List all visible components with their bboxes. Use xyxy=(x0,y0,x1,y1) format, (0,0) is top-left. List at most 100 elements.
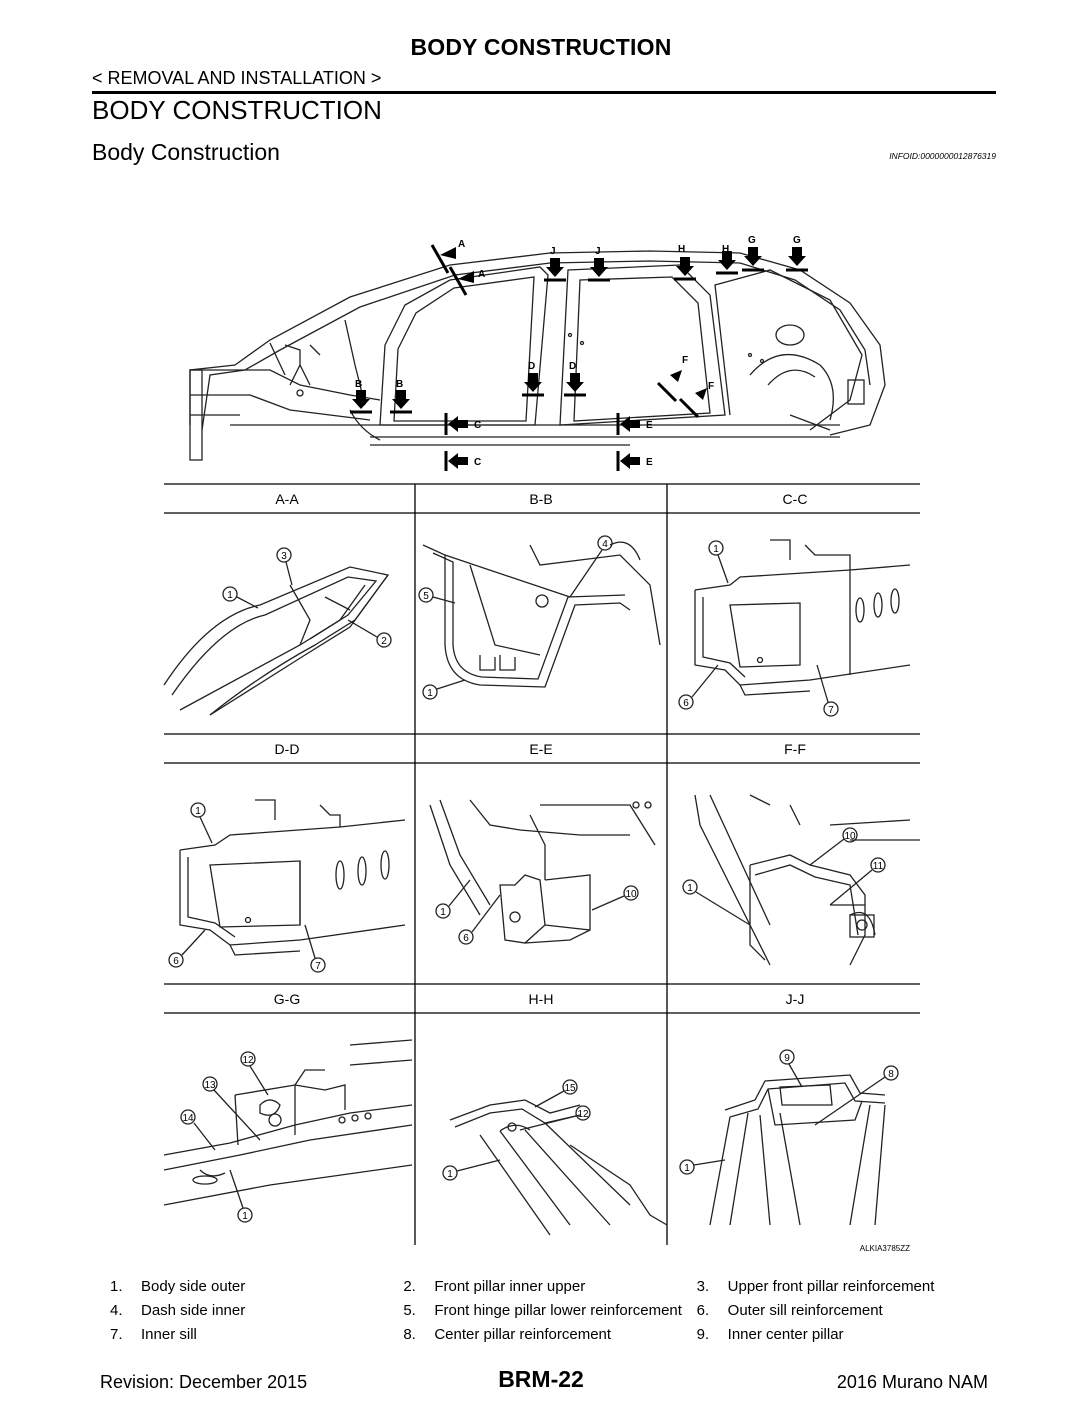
callout-g-g-12: 12 xyxy=(242,1055,254,1066)
subsection-title: Body Construction xyxy=(92,139,280,165)
legend-item: 1. Body side outer xyxy=(110,1278,403,1302)
legend-num: 2. xyxy=(403,1278,416,1295)
legend-item: 3. Upper front pillar reinforcement xyxy=(697,1278,990,1302)
legend-label: Upper front pillar reinforcement xyxy=(727,1278,935,1295)
legend-num: 9. xyxy=(696,1326,710,1343)
section-c-c: 1 6 7 xyxy=(678,539,911,717)
callout-d-d-1: 1 xyxy=(195,806,201,817)
marker-g1: G xyxy=(748,235,756,246)
legend-num: 7. xyxy=(110,1326,123,1343)
callout-h-h-12: 12 xyxy=(577,1109,589,1120)
body-construction-figure: A A J J H H G G B B D D xyxy=(163,235,920,1245)
legend-label: Dash side inner xyxy=(141,1302,246,1319)
legend-num: 3. xyxy=(696,1278,710,1295)
legend-num: 4. xyxy=(110,1302,123,1319)
legend-item: 2. Front pillar inner upper xyxy=(403,1278,696,1302)
section-a-a: 1 3 2 xyxy=(163,547,392,716)
section-d-d: 1 6 7 xyxy=(168,799,406,973)
callout-a-a-1: 1 xyxy=(227,590,233,601)
callout-f-f-1: 1 xyxy=(687,883,693,894)
callout-j-j-9: 9 xyxy=(784,1053,790,1064)
callout-j-j-1: 1 xyxy=(684,1163,690,1174)
callout-g-g-1: 1 xyxy=(242,1211,248,1222)
callout-d-d-7: 7 xyxy=(315,961,321,972)
legend-item: 5. Front hinge pillar lower reinforcement xyxy=(403,1302,696,1326)
vehicle-side-illustration xyxy=(189,250,886,461)
panel-title-h-h: H-H xyxy=(529,991,554,1007)
marker-e2: E xyxy=(646,457,653,468)
section-grid xyxy=(164,483,920,1245)
marker-d1: D xyxy=(528,361,535,372)
callout-h-h-1: 1 xyxy=(447,1169,453,1180)
callout-b-b-1: 1 xyxy=(427,688,433,699)
legend-label: Body side outer xyxy=(141,1278,246,1295)
section-b-b: 4 5 1 xyxy=(418,535,661,700)
panel-title-d-d: D-D xyxy=(275,741,300,757)
footer-model: 2016 Murano NAM xyxy=(836,1372,988,1392)
legend-label: Front hinge pillar lower reinforcement xyxy=(434,1302,682,1319)
callout-g-g-13: 13 xyxy=(204,1080,216,1091)
callout-b-b-4: 4 xyxy=(602,539,608,550)
callout-d-d-6: 6 xyxy=(173,956,179,967)
callout-g-g-14: 14 xyxy=(182,1113,194,1124)
callout-b-b-5: 5 xyxy=(423,591,429,602)
section-h-h: 15 12 1 xyxy=(442,1079,668,1236)
marker-f1: F xyxy=(682,355,688,366)
marker-c2: C xyxy=(474,457,481,468)
section-g-g: 12 13 14 1 xyxy=(163,1039,413,1223)
breadcrumb: < REMOVAL AND INSTALLATION > xyxy=(92,68,382,88)
callout-f-f-11: 11 xyxy=(873,861,884,872)
marker-a1: A xyxy=(458,239,465,250)
legend-num: 1. xyxy=(110,1278,123,1295)
callout-c-c-1: 1 xyxy=(713,544,719,555)
legend-label: Outer sill reinforcement xyxy=(727,1302,883,1319)
callout-e-e-10: 10 xyxy=(625,889,637,900)
panel-title-g-g: G-G xyxy=(274,991,300,1007)
panel-title-c-c: C-C xyxy=(783,491,808,507)
legend-label: Front pillar inner upper xyxy=(434,1278,586,1295)
legend-item: 4. Dash side inner xyxy=(110,1302,403,1326)
callout-a-a-3: 3 xyxy=(281,551,287,562)
marker-g2: G xyxy=(793,235,801,246)
legend-item: 7. Inner sill xyxy=(110,1326,403,1350)
section-f-f: 10 11 1 xyxy=(682,794,920,966)
figure-code: ALKIA3785ZZ xyxy=(859,1244,910,1253)
legend-label: Center pillar reinforcement xyxy=(434,1326,612,1343)
legend-item: 8. Center pillar reinforcement xyxy=(403,1326,696,1350)
legend-num: 6. xyxy=(696,1302,710,1319)
callout-f-f-10: 10 xyxy=(844,831,856,842)
section-markers: A A J J H H G G B B D D xyxy=(350,235,808,471)
legend-num: 8. xyxy=(403,1326,416,1343)
section-e-e: 1 6 10 xyxy=(429,799,656,945)
callout-c-c-6: 6 xyxy=(683,698,689,709)
panel-title-b-b: B-B xyxy=(529,491,552,507)
header-rule xyxy=(92,91,996,94)
legend-num: 5. xyxy=(403,1302,416,1319)
marker-b2: B xyxy=(396,379,403,390)
legend-label: Inner center pillar xyxy=(727,1326,844,1343)
legend-row: 1. Body side outer 2. Front pillar inner u… xyxy=(110,1278,990,1302)
section-title: BODY CONSTRUCTION xyxy=(92,95,382,125)
marker-j1: J xyxy=(550,246,556,257)
panel-title-a-a: A-A xyxy=(275,491,299,507)
legend-item: 6. Outer sill reinforcement xyxy=(697,1302,990,1326)
footer-page-number: BRM-22 xyxy=(498,1366,584,1392)
marker-b1: B xyxy=(355,379,362,390)
info-id: INFOID:0000000012876319 xyxy=(889,151,996,161)
marker-a2: A xyxy=(478,269,485,280)
panel-title-j-j: J-J xyxy=(786,991,805,1007)
legend-item: 9. Inner center pillar xyxy=(697,1326,990,1350)
callout-j-j-8: 8 xyxy=(888,1069,894,1080)
legend-label: Inner sill xyxy=(141,1326,197,1343)
legend-row: 7. Inner sill 8. Center pillar reinforceme… xyxy=(110,1326,990,1350)
panel-title-f-f: F-F xyxy=(784,741,806,757)
marker-d2: D xyxy=(569,361,576,372)
marker-j2: J xyxy=(595,246,601,257)
marker-h1: H xyxy=(678,244,685,255)
callout-h-h-15: 15 xyxy=(564,1083,576,1094)
footer-revision: Revision: December 2015 xyxy=(100,1372,308,1392)
callout-c-c-7: 7 xyxy=(828,705,834,716)
callout-e-e-1: 1 xyxy=(440,907,446,918)
marker-c1: C xyxy=(474,420,481,431)
marker-e1: E xyxy=(646,420,653,431)
